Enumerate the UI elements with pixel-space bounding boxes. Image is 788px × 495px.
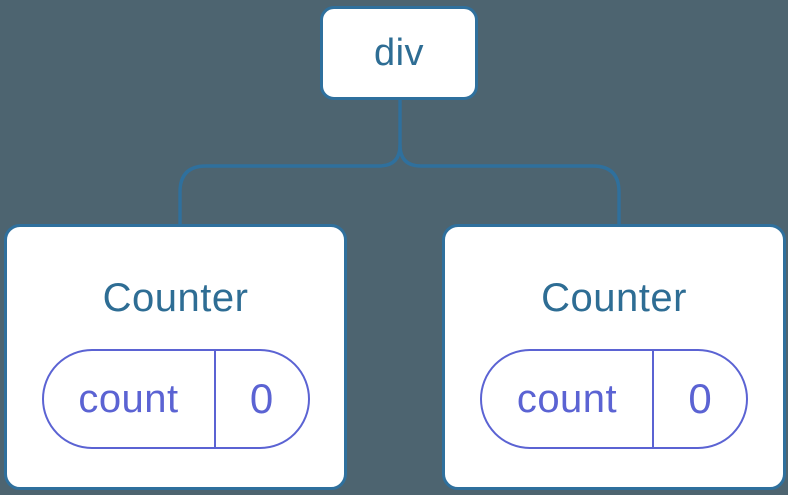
component-title: Counter <box>541 276 687 320</box>
counter-component-card-right: Counter count 0 <box>442 224 786 490</box>
component-title: Counter <box>102 276 249 320</box>
state-pill: count 0 <box>480 349 748 449</box>
state-pill: count 0 <box>41 349 310 449</box>
root-node-label: div <box>373 31 425 74</box>
root-dom-node: div <box>320 6 478 100</box>
state-key-label: count <box>44 351 216 447</box>
state-value: 0 <box>688 375 712 422</box>
connector-right-branch <box>398 144 621 226</box>
state-value: 0 <box>249 375 274 422</box>
counter-component-card-left: Counter count 0 <box>4 224 347 490</box>
state-key-label: count <box>482 351 654 447</box>
connector-left-branch <box>178 100 402 226</box>
